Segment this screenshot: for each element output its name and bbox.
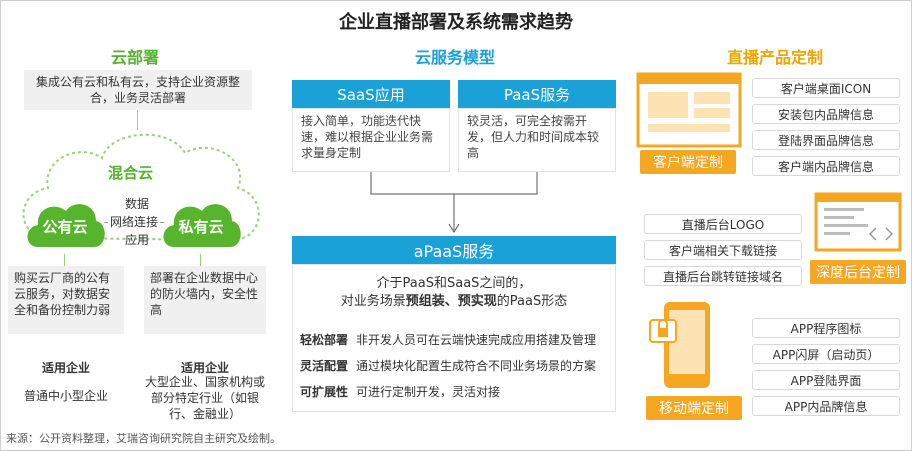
public-cloud-shape xyxy=(27,204,105,247)
feature-label: 轻松部署 xyxy=(300,332,349,347)
paas-desc: 较灵活，可完全按需开发，但人力和时间成本较高 xyxy=(458,108,616,172)
desktop-client-icon xyxy=(636,72,742,148)
feature-desc: 可进行定制开发，灵活对接 xyxy=(356,384,501,399)
link-line-left xyxy=(104,222,108,223)
feature-desc: 通过模块化配置生成符合不同业务场景的方案 xyxy=(356,358,597,373)
backend-code-icon xyxy=(814,192,902,252)
suitable-left: 普通中小型企业 xyxy=(23,389,108,403)
mobile-custom-badge: 移动端定制 xyxy=(646,396,742,420)
service-model-heading: 云服务模型 xyxy=(414,48,495,67)
feature-desc: 非开发人员可在云端快速完成应用搭建及管理 xyxy=(356,332,597,347)
apaas-line2: 对业务场景预组装、预实现的PaaS形态 xyxy=(292,290,616,309)
link-network-label: 网络连接 xyxy=(108,214,160,230)
client-custom-badge: 客户端定制 xyxy=(640,150,736,174)
link-app-label: 应用 xyxy=(124,233,149,247)
mobile-item: APP内品牌信息 xyxy=(752,396,900,416)
public-cloud-label: 公有云 xyxy=(42,218,88,236)
paas-title: PaaS服务 xyxy=(458,80,616,108)
apaas-title: aPaaS服务 xyxy=(292,236,616,264)
backend-item: 直播后台跳转链接域名 xyxy=(644,266,802,286)
page-title: 企业直播部署及系统需求趋势 xyxy=(339,12,573,33)
mobile-phone-icon xyxy=(649,302,710,388)
apaas-line1: 介于PaaS和SaaS之间的， xyxy=(376,276,532,291)
suitable-right: 大型企业、国家机构或部分特定行业（如银行、金融业） xyxy=(144,375,265,421)
public-cloud-desc: 购买云厂商的公有云服务，对数据安全和备份控制力弱 xyxy=(8,266,124,334)
saas-title: SaaS应用 xyxy=(292,80,450,108)
backend-custom-badge: 深度后台定制 xyxy=(810,260,906,284)
private-cloud-label: 私有云 xyxy=(178,218,224,236)
feature-row: 灵活配置 通过模块化配置生成符合不同业务场景的方案 xyxy=(300,352,610,378)
client-item: 登陆界面品牌信息 xyxy=(752,130,900,150)
merge-connector xyxy=(370,172,538,233)
link-data-label: 数据 xyxy=(124,197,149,211)
public-connector xyxy=(64,254,65,268)
client-item: 客户端内品牌信息 xyxy=(752,156,900,176)
private-cloud-shape xyxy=(163,204,241,247)
suitable-title-left: 适用企业 xyxy=(41,361,90,375)
link-line-right xyxy=(160,222,164,223)
backend-item: 直播后台LOGO xyxy=(644,214,802,234)
suitable-title-right: 适用企业 xyxy=(180,361,229,375)
feature-list: 轻松部署 非开发人员可在云端快速完成应用搭建及管理 灵活配置 通过模块化配置生成… xyxy=(300,326,610,404)
mobile-item: APP程序图标 xyxy=(752,318,900,338)
apaas-line2-a: 对业务场景 xyxy=(340,294,406,309)
mobile-item: APP登陆界面 xyxy=(752,370,900,390)
private-cloud-desc: 部署在企业数据中心的防火墙内，安全性高 xyxy=(144,266,266,334)
cloud-deploy-heading: 云部署 xyxy=(110,48,159,67)
client-item: 客户端桌面ICON xyxy=(752,78,900,98)
client-item: 安装包内品牌信息 xyxy=(752,104,900,124)
source-note: 来源：公开资料整理，艾瑞咨询研究院自主研究及绘制。 xyxy=(6,432,281,445)
private-connector xyxy=(200,254,201,268)
intro-connector xyxy=(137,110,138,130)
saas-desc: 接入简单，功能迭代快速，难以根据企业业务需求量身定制 xyxy=(292,108,450,172)
apaas-line2-b: 预组装、预实现 xyxy=(405,294,497,309)
hybrid-cloud-label: 混合云 xyxy=(108,164,154,182)
backend-item: 客户端相关下载链接 xyxy=(644,240,802,260)
feature-label: 可扩展性 xyxy=(300,384,349,399)
apaas-line2-c: 的PaaS形态 xyxy=(496,294,568,309)
mobile-item: APP闪屏（启动页） xyxy=(752,344,900,364)
apaas-body xyxy=(292,264,616,412)
feature-label: 灵活配置 xyxy=(300,358,349,373)
feature-row: 可扩展性 可进行定制开发，灵活对接 xyxy=(300,378,610,404)
feature-row: 轻松部署 非开发人员可在云端快速完成应用搭建及管理 xyxy=(300,326,610,352)
product-custom-heading: 直播产品定制 xyxy=(726,48,823,67)
cloud-deploy-intro: 集成公有云和私有云，支持企业资源整合，业务灵活部署 xyxy=(24,70,252,110)
